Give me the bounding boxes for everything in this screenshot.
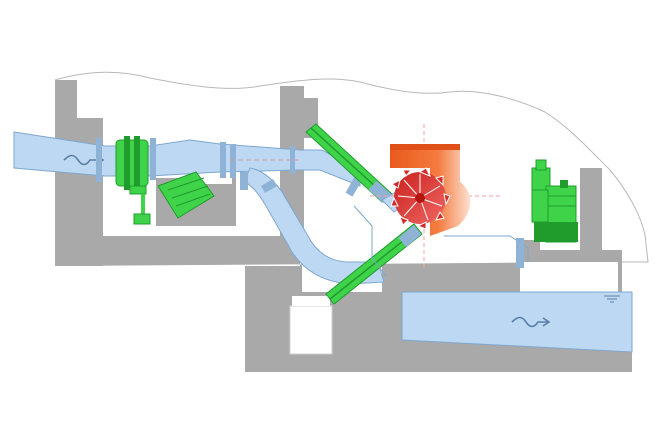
pelton-runner-icon [390,167,451,230]
water-level-icon [604,295,620,303]
penstock-pipe [13,131,393,285]
generator-icon [531,159,578,243]
flow-arrow-icon [511,316,551,328]
turbine-pit [353,205,529,277]
inlet-valve-icon [115,136,151,225]
rock-outline [54,71,649,263]
branch-pipe [243,167,385,285]
tailrace-water [401,291,633,353]
valve-actuator-icon [157,171,215,219]
needle-nozzle-icon [325,223,423,305]
